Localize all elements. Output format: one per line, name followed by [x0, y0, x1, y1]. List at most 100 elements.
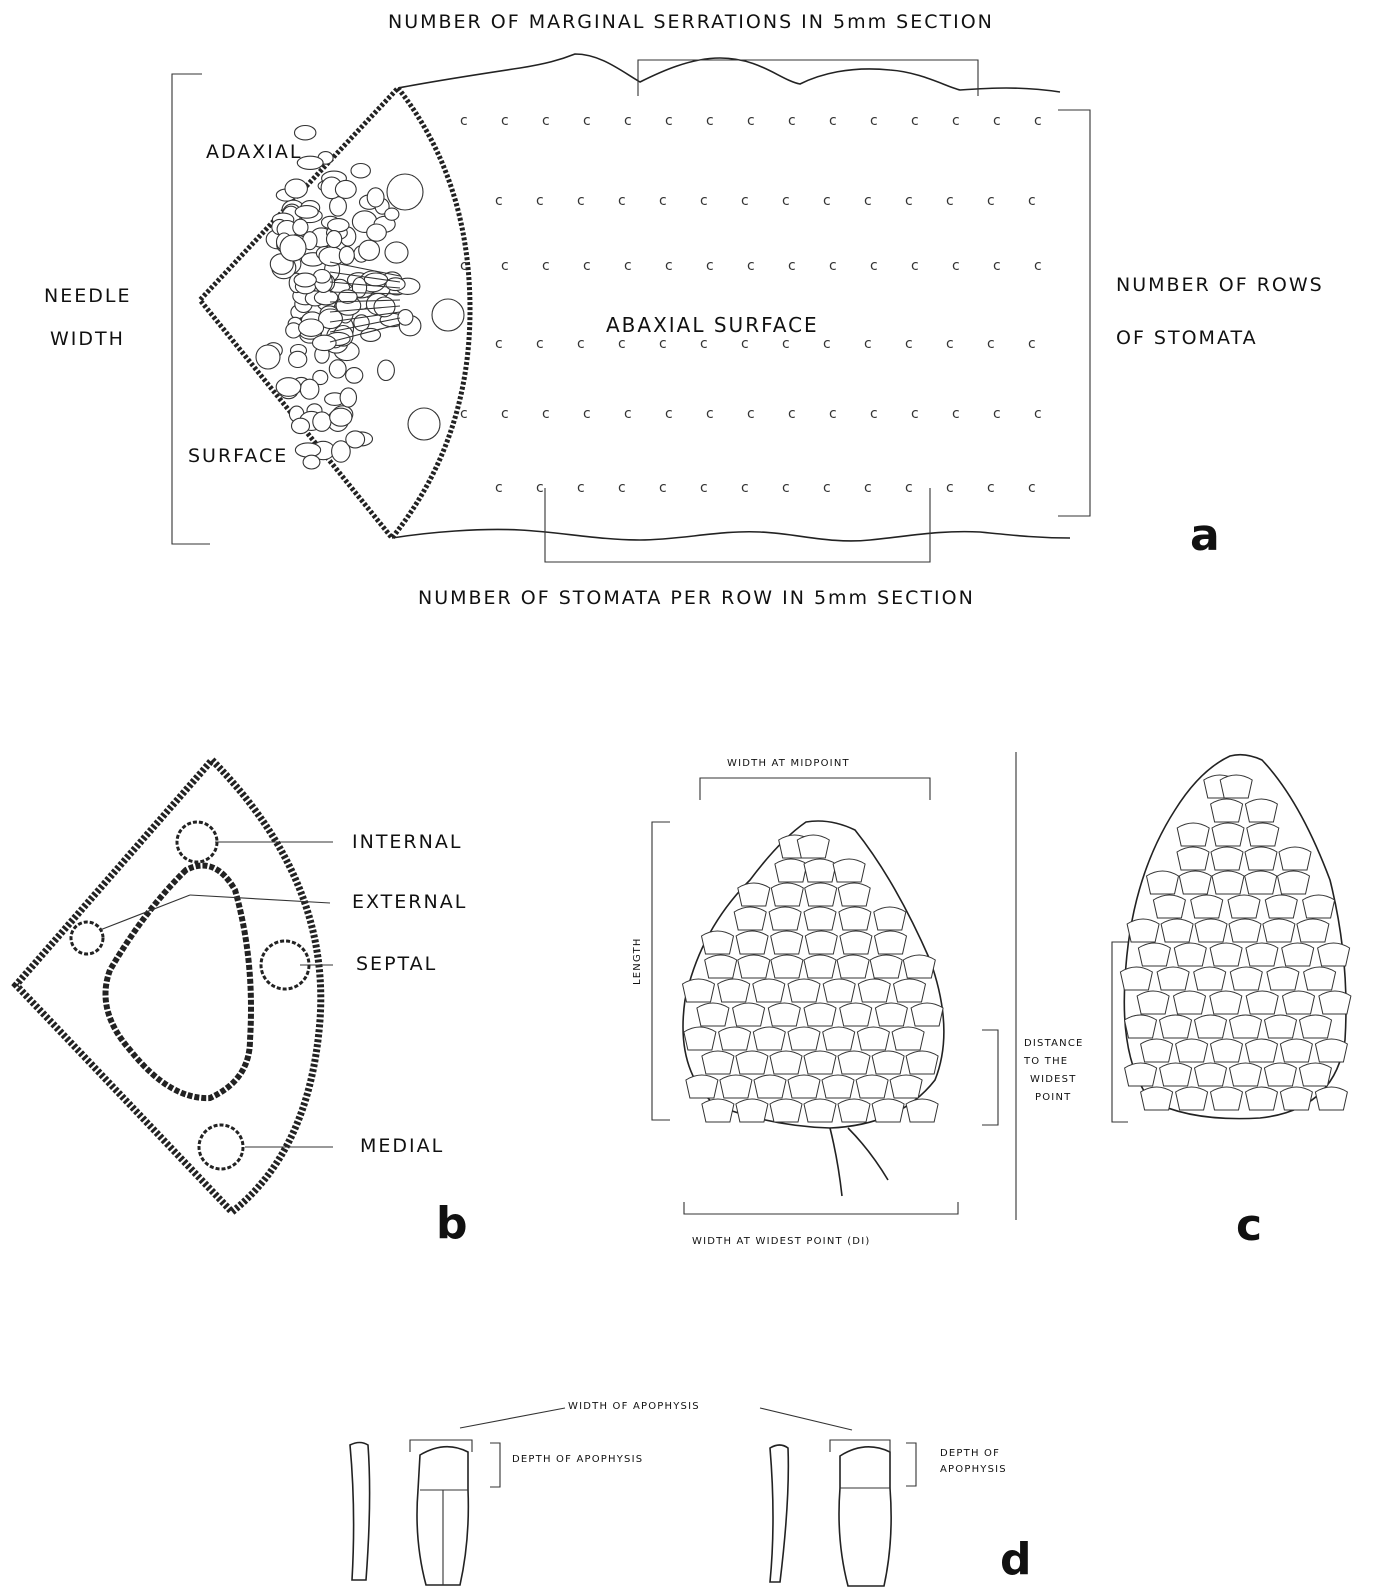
stoma-mark: c — [946, 480, 954, 496]
stoma-mark: c — [665, 406, 673, 422]
cone-scale — [1177, 823, 1209, 846]
resin-duct — [280, 235, 306, 261]
cone-scale — [1318, 943, 1350, 966]
cone-scale — [770, 1051, 802, 1074]
stoma-mark: c — [460, 406, 468, 422]
panel-b: INTERNAL EXTERNAL SEPTAL MEDIAL b — [16, 760, 468, 1249]
stoma-mark: c — [829, 406, 837, 422]
cone-scale — [823, 1027, 855, 1050]
cone-scale — [1315, 1039, 1347, 1062]
cone-scale — [1174, 991, 1206, 1014]
cone-scale — [788, 979, 820, 1002]
internal-resin-duct — [177, 822, 217, 862]
cone-scale — [736, 931, 768, 954]
internal-label: INTERNAL — [352, 831, 462, 853]
cone-scale — [736, 1051, 768, 1074]
tissue-cell — [339, 246, 354, 264]
needle-label: NEEDLE — [44, 285, 131, 307]
cone-scale — [770, 1099, 802, 1122]
cone-scale — [1220, 775, 1252, 798]
stoma-mark: c — [624, 258, 632, 274]
panel-a: NUMBER OF MARGINAL SERRATIONS IN 5mm SEC… — [44, 11, 1324, 609]
stoma-mark: c — [495, 336, 503, 352]
cone-scale — [1267, 967, 1299, 990]
abaxial-surface-label: ABAXIAL SURFACE — [606, 313, 819, 337]
cone-scale — [1125, 1015, 1157, 1038]
cone-scale — [894, 979, 926, 1002]
width-apo-leader-right — [760, 1408, 852, 1430]
cone-scale — [788, 1027, 820, 1050]
tissue-cell — [293, 219, 308, 235]
cone-scale — [890, 1075, 922, 1098]
stoma-mark: c — [911, 113, 919, 129]
cone-scale — [833, 859, 865, 882]
cone-scale — [1229, 919, 1261, 942]
distance-label-line4: POINT — [1035, 1092, 1071, 1103]
panel-letter-a: a — [1190, 510, 1220, 561]
stoma-mark: c — [700, 336, 708, 352]
stoma-mark: c — [618, 193, 626, 209]
cone-scale — [702, 931, 734, 954]
distance-label-line3: WIDEST — [1030, 1074, 1077, 1085]
cone-scale — [1246, 1087, 1278, 1110]
cone-scale — [771, 955, 803, 978]
tissue-cell — [285, 179, 307, 198]
cone-scale — [1195, 919, 1227, 942]
cone-scale — [768, 1003, 800, 1026]
stoma-mark: c — [946, 193, 954, 209]
cone-scale — [875, 931, 907, 954]
tissue-cell — [346, 368, 363, 384]
cone-scale — [1246, 1039, 1278, 1062]
cone-scale — [870, 955, 902, 978]
stoma-mark: c — [993, 258, 1001, 274]
tissue-cell — [294, 273, 316, 287]
cone-scale — [840, 1003, 872, 1026]
vascular-cells — [256, 126, 464, 470]
cone-scale — [1230, 1063, 1262, 1086]
panel-letter-d: d — [1000, 1534, 1032, 1585]
tissue-cell — [299, 319, 324, 336]
stoma-mark: c — [823, 193, 831, 209]
stoma-mark: c — [577, 336, 585, 352]
tissue-cell — [367, 224, 387, 241]
stoma-mark: c — [501, 258, 509, 274]
width-label: WIDTH — [50, 328, 125, 350]
width-widest-label: WIDTH AT WIDEST POINT (DI) — [692, 1236, 870, 1247]
width-midpoint-label: WIDTH AT MIDPOINT — [727, 758, 850, 769]
stoma-mark: c — [665, 113, 673, 129]
cone-scale — [1177, 847, 1209, 870]
cone-scale — [1174, 943, 1206, 966]
stoma-mark: c — [542, 113, 550, 129]
cone-scale — [1191, 895, 1223, 918]
tissue-cell — [292, 418, 310, 433]
stomata-per-row-label: NUMBER OF STOMATA PER ROW IN 5mm SECTION — [418, 587, 975, 609]
cone-scale — [1211, 1087, 1243, 1110]
stoma-mark: c — [659, 480, 667, 496]
stomata-row-bracket — [545, 488, 930, 562]
stoma-mark: c — [501, 406, 509, 422]
cone-scale — [1160, 1015, 1192, 1038]
stoma-mark: c — [1028, 193, 1036, 209]
cone-scale — [1147, 871, 1179, 894]
stoma-mark: c — [495, 193, 503, 209]
cone-scale — [1195, 1015, 1227, 1038]
cone-scale — [1160, 1063, 1192, 1086]
stoma-mark: c — [870, 406, 878, 422]
cone-scale — [1246, 991, 1278, 1014]
stoma-mark: c — [1034, 258, 1042, 274]
cone-scale — [797, 835, 829, 858]
cone-scale — [736, 1099, 768, 1122]
cone-scale — [738, 955, 770, 978]
stoma-mark: c — [823, 336, 831, 352]
medial-resin-duct — [199, 1125, 243, 1169]
closed-cone-scales — [683, 835, 944, 1122]
width-apo-leader-left — [460, 1408, 565, 1428]
tissue-cell — [327, 231, 342, 248]
needle-bottom-margin — [392, 529, 1070, 540]
cone-scale — [805, 883, 837, 906]
cone-scale — [1264, 1063, 1296, 1086]
cone-scale — [1304, 967, 1336, 990]
cone-scale — [686, 1075, 718, 1098]
cone-scale — [874, 907, 906, 930]
stoma-mark: c — [542, 258, 550, 274]
